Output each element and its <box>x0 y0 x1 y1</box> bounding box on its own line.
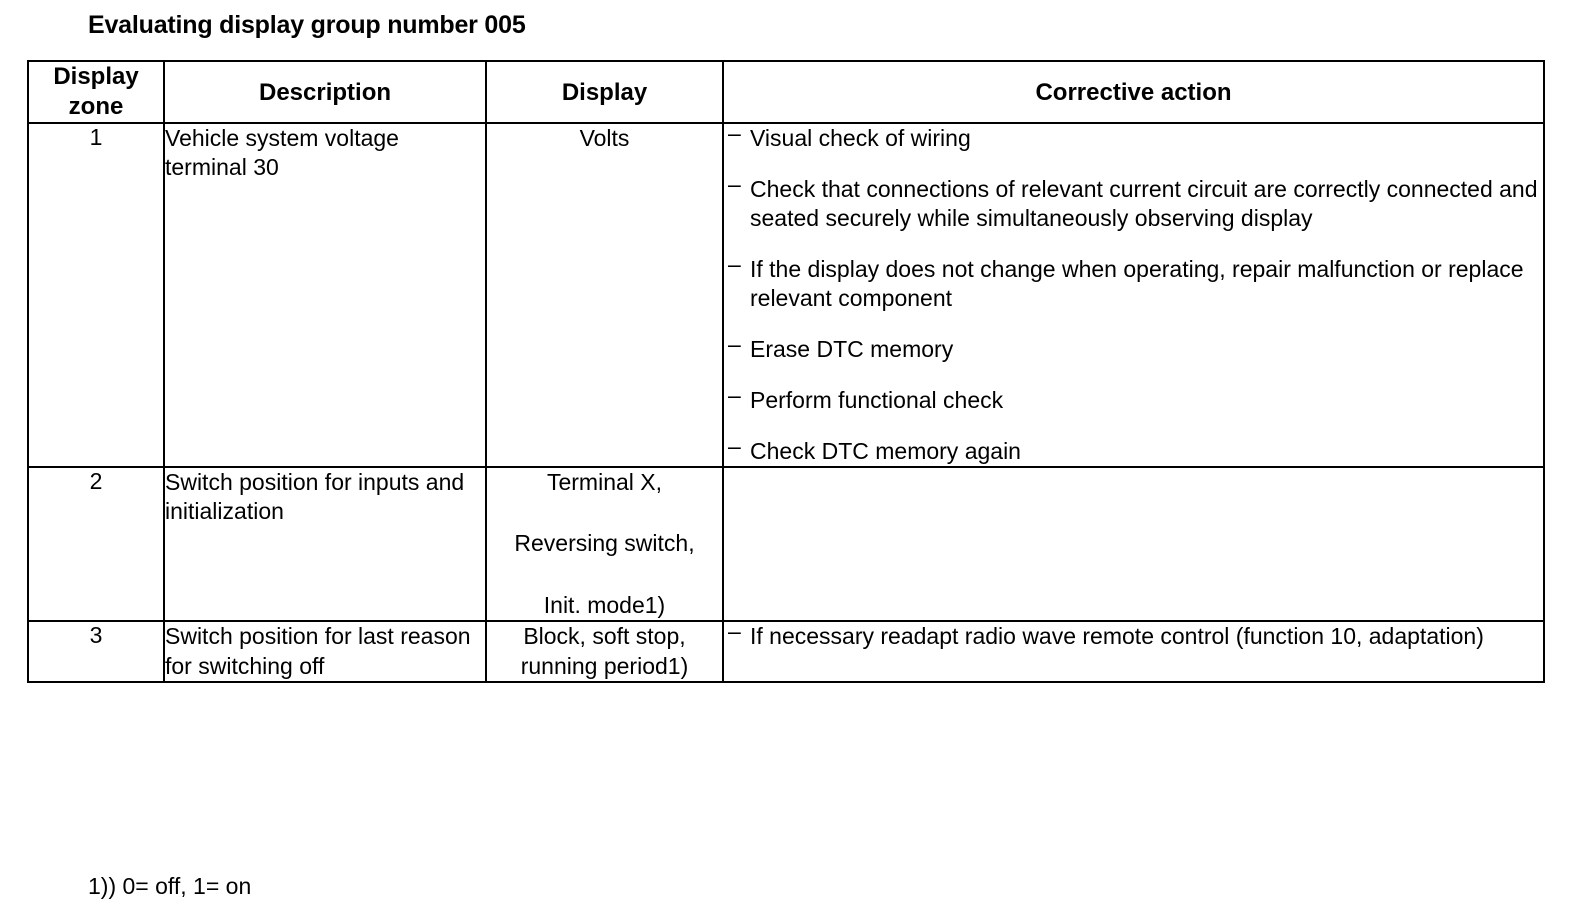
list-item-label: Erase DTC memory <box>750 335 954 362</box>
list-item: – If necessary readapt radio wave remote… <box>724 618 1543 651</box>
display-line: Block, soft stop, <box>523 623 686 650</box>
cell-description: Vehicle system voltage terminal 30 <box>163 122 487 468</box>
list-item-label: Check that connections of relevant curre… <box>750 175 1538 231</box>
cell-description: Switch position for last reason for swit… <box>163 620 487 683</box>
cell-corrective-action: – If necessary readapt radio wave remote… <box>722 618 1545 683</box>
table-row: 3 Switch position for last reason for sw… <box>27 618 1545 683</box>
list-item: – If the display does not change when op… <box>724 251 1543 313</box>
dash-bullet-icon: – <box>728 250 741 277</box>
cell-corrective-action <box>722 465 1545 623</box>
list-item-label: If necessary readapt radio wave remote c… <box>750 623 1484 650</box>
dash-bullet-icon: – <box>728 170 741 197</box>
cell-display: Block, soft stop, running period1) <box>485 620 724 683</box>
list-item: – Perform functional check <box>724 382 1543 415</box>
display-line: Volts <box>579 125 630 151</box>
cell-display: Volts <box>485 122 724 468</box>
dash-bullet-icon: – <box>728 330 741 357</box>
column-header-display: Display <box>485 60 724 124</box>
display-group-table: Display zone Description Display Correct… <box>27 60 1545 683</box>
footnote: 1)) 0= off, 1= on <box>88 873 252 899</box>
cell-description: Switch position for inputs and initializ… <box>163 465 487 623</box>
list-item: – Erase DTC memory <box>724 331 1543 364</box>
list-item: – Check DTC memory again <box>724 433 1543 466</box>
column-header-display-zone-line2: zone <box>68 93 124 120</box>
list-item-label: Perform functional check <box>750 386 1004 413</box>
page-title: Evaluating display group number 005 <box>88 11 526 39</box>
cell-corrective-action: – Visual check of wiring – Check that co… <box>722 120 1545 468</box>
table-row: 1 Vehicle system voltage terminal 30 Vol… <box>27 120 1545 468</box>
dash-bullet-icon: – <box>728 618 741 645</box>
cell-display-zone: 2 <box>27 465 165 623</box>
list-item-label: If the display does not change when oper… <box>750 255 1524 311</box>
dash-bullet-icon: – <box>728 120 741 146</box>
list-item: – Check that connections of relevant cur… <box>724 171 1543 233</box>
cell-display: Terminal X, Reversing switch, Init. mode… <box>485 465 724 623</box>
display-line: Terminal X, <box>546 468 663 495</box>
column-header-display-zone-line1: Display <box>53 63 139 90</box>
column-header-display-zone: Display zone <box>27 60 165 124</box>
corrective-action-list: – If necessary readapt radio wave remote… <box>724 618 1543 651</box>
dash-bullet-icon: – <box>728 381 741 408</box>
display-line: Init. mode1) <box>543 591 666 618</box>
display-line: Reversing switch, <box>514 530 695 557</box>
list-item: – Visual check of wiring <box>724 120 1543 153</box>
list-item-label: Check DTC memory again <box>750 437 1021 464</box>
table-header-row: Display zone Description Display Correct… <box>27 60 1545 124</box>
column-header-corrective-action: Corrective action <box>722 60 1545 124</box>
column-header-description: Description <box>163 60 487 124</box>
cell-display-zone: 1 <box>27 122 165 468</box>
corrective-action-list: – Visual check of wiring – Check that co… <box>724 120 1543 466</box>
display-line: running period1) <box>520 652 689 679</box>
cell-display-zone: 3 <box>27 620 165 683</box>
list-item-label: Visual check of wiring <box>750 125 971 151</box>
table-row: 2 Switch position for inputs and initial… <box>27 465 1545 623</box>
dash-bullet-icon: – <box>728 432 741 459</box>
